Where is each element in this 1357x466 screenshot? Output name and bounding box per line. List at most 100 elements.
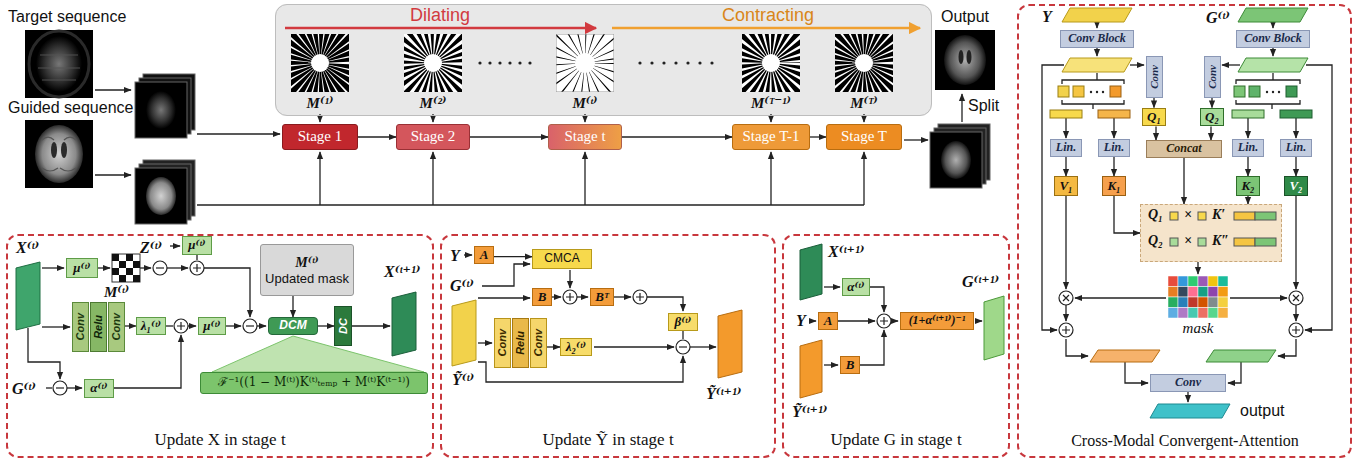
attention-term: Q₁	[1148, 207, 1163, 223]
node-text: (1+α⁽ᵗ⁺¹⁾)⁻¹	[909, 314, 966, 328]
ellipsis-dots	[650, 61, 653, 64]
operator-symbol	[679, 346, 687, 347]
checkerboard-mask	[119, 261, 126, 268]
wire	[824, 286, 840, 287]
patch-cube	[1096, 91, 1098, 93]
concat-box: Concat	[1146, 140, 1222, 158]
feature-map	[800, 244, 822, 300]
sampling-mask	[742, 34, 800, 92]
sampling-mask	[291, 34, 349, 92]
checkerboard-mask	[126, 254, 133, 261]
patch-cube	[1098, 110, 1130, 118]
wire	[67, 387, 82, 388]
image-stack	[135, 168, 187, 224]
operator-box: B	[840, 356, 860, 375]
attention-mask-grid	[1218, 276, 1228, 287]
connector	[1155, 127, 1156, 141]
query-box: Q₂	[1200, 108, 1224, 127]
connector	[1153, 98, 1154, 108]
conv-layer: Conv	[1146, 56, 1163, 98]
node-text: α⁽ᵗ⁾	[90, 381, 107, 396]
symbol-label: G⁽ᵗ⁾	[12, 379, 36, 398]
conv-layer: Conv	[108, 302, 125, 352]
panel-title: Update Ỹ in stage t	[542, 430, 673, 450]
text-label: Guided sequence	[8, 99, 133, 117]
dcm-module: DCM	[268, 317, 318, 335]
ellipsis-dots	[478, 61, 713, 64]
checkerboard-mask	[126, 268, 133, 275]
image-stack	[146, 177, 176, 215]
attention-region: Q₁×K′Q₂×K″	[1140, 204, 1282, 262]
mri-image	[944, 35, 986, 85]
text-label: output	[1240, 402, 1284, 420]
node-text: M⁽ᵗ⁾	[295, 254, 318, 271]
feature-map	[1062, 58, 1132, 72]
attention-term: K′	[1212, 207, 1225, 223]
wire	[647, 297, 683, 311]
progress-arrow	[285, 27, 596, 30]
mri-image	[38, 55, 80, 80]
attention-mask-grid	[1198, 287, 1208, 298]
wire	[478, 297, 530, 298]
node-text: Conv	[1175, 376, 1201, 390]
update-panel: Update G in stage tα⁽ᵗ⁾AB(1+α⁽ᵗ⁺¹⁾)⁻¹	[782, 234, 1010, 458]
conv-layer: Conv	[494, 318, 511, 368]
feature-map	[16, 262, 40, 330]
symbol-label: G⁽ᵗ⁺¹⁾	[962, 272, 999, 291]
mri-image	[967, 50, 972, 64]
operator-symbol	[243, 319, 257, 333]
wire	[1096, 48, 1097, 56]
attention-mask-grid	[1208, 287, 1218, 298]
mri-image	[61, 142, 67, 158]
feature-map	[1206, 350, 1276, 362]
node-text: Stage t	[564, 128, 605, 145]
wire	[170, 245, 180, 246]
sampling-mask	[556, 34, 614, 92]
node-text: Q₁	[1147, 110, 1161, 125]
sampling-mask	[299, 42, 341, 84]
symbol-label: G⁽ᵗ⁾	[1206, 8, 1230, 27]
sampling-mask	[311, 54, 329, 72]
wire	[1295, 118, 1296, 138]
attention-mask-grid	[1178, 308, 1188, 319]
wire	[432, 152, 433, 205]
attention-token	[1234, 212, 1255, 220]
query-box: Q₁	[1142, 108, 1166, 127]
symbol-label: M⁽²⁾	[420, 94, 447, 112]
wire	[95, 89, 131, 90]
symbol-label: Z⁽ᵗ⁾	[140, 238, 162, 257]
operator-symbol	[1062, 326, 1070, 334]
operator-symbol	[636, 293, 644, 301]
operator-symbol	[56, 387, 64, 388]
ellipsis-dots	[686, 61, 689, 64]
node-text: Concat	[1166, 142, 1201, 156]
wire	[226, 325, 241, 326]
attention-token	[1234, 238, 1255, 246]
attention-mask-grid	[1188, 287, 1198, 298]
wire	[1230, 297, 1287, 298]
patch-cube	[1266, 91, 1268, 93]
attention-term: ×	[1184, 207, 1192, 223]
wire	[594, 346, 674, 347]
wire	[197, 133, 280, 134]
attention-token	[1170, 212, 1178, 220]
operator-box: A	[474, 246, 494, 265]
wire	[1066, 339, 1088, 356]
node-text: A	[824, 314, 833, 329]
operator-symbol	[193, 264, 201, 272]
node-text: DCM	[279, 319, 306, 333]
mri-image	[29, 31, 89, 97]
value-box: V₂	[1284, 176, 1307, 196]
wire	[552, 296, 561, 297]
checkerboard-mask	[133, 261, 140, 268]
stage-box: Stage T-1	[732, 124, 810, 150]
wire	[319, 152, 320, 205]
mri-image	[35, 125, 83, 183]
node-text: Conv	[1207, 65, 1218, 89]
wire	[482, 264, 530, 286]
node-text: Stage T	[841, 128, 887, 145]
attention-mask-grid	[1218, 287, 1228, 298]
checkerboard-mask	[112, 268, 119, 275]
attention-mask-grid	[1198, 308, 1208, 319]
wire	[770, 152, 771, 205]
